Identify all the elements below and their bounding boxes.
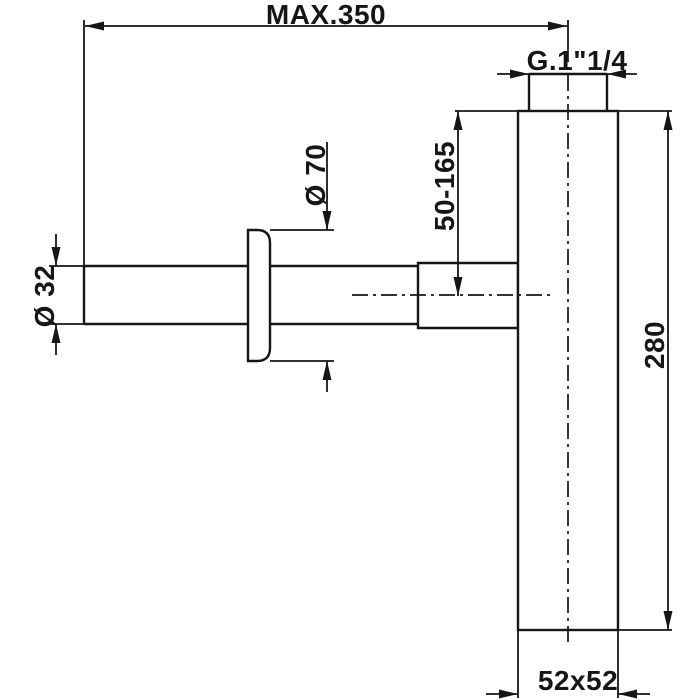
dimension-label-flange-diameter: Ø 70	[300, 144, 331, 207]
dimension-max350: MAX.350	[85, 0, 567, 31]
arrowhead-d32-top	[51, 247, 61, 266]
arrowhead-d70-top	[322, 211, 332, 230]
wall-flange	[246, 228, 272, 363]
dimension-label-inlet-thread: G.1"1/4	[527, 45, 628, 76]
arrowhead-max350-left	[85, 21, 104, 31]
arrowhead-280-bottom	[663, 611, 673, 630]
arrowhead-max350-right	[548, 21, 567, 31]
arrowhead-thread-left	[510, 69, 529, 79]
dimension-label-pipe-diameter: Ø 32	[29, 265, 60, 328]
arrowhead-280-top	[663, 111, 673, 130]
arrowhead-50-165-top	[453, 111, 463, 130]
arrowhead-d70-bottom	[322, 361, 332, 380]
dimension-body-base: 52x52	[486, 630, 650, 699]
dimension-label-body-height: 280	[639, 321, 670, 369]
arrowhead-thread-right	[607, 69, 626, 79]
arrowhead-52x52-right	[618, 689, 637, 699]
dimension-inlet-thread: G.1"1/4	[497, 45, 637, 79]
dimension-label-max350: MAX.350	[266, 0, 386, 30]
dimension-adjustable-height: 50-165	[429, 110, 518, 296]
center-lines	[352, 20, 569, 646]
dimension-body-height: 280	[618, 110, 673, 631]
dimension-pipe-diameter: Ø 32	[29, 234, 84, 355]
dimension-label-body-base: 52x52	[538, 665, 618, 696]
arrowhead-d32-bottom	[51, 324, 61, 343]
dimension-flange-diameter: Ø 70	[270, 142, 334, 392]
arrowhead-52x52-left	[499, 689, 518, 699]
dimension-label-adjustable-height: 50-165	[429, 141, 460, 231]
siphon-outline	[82, 20, 620, 632]
arrowhead-50-165-bottom	[453, 277, 463, 296]
